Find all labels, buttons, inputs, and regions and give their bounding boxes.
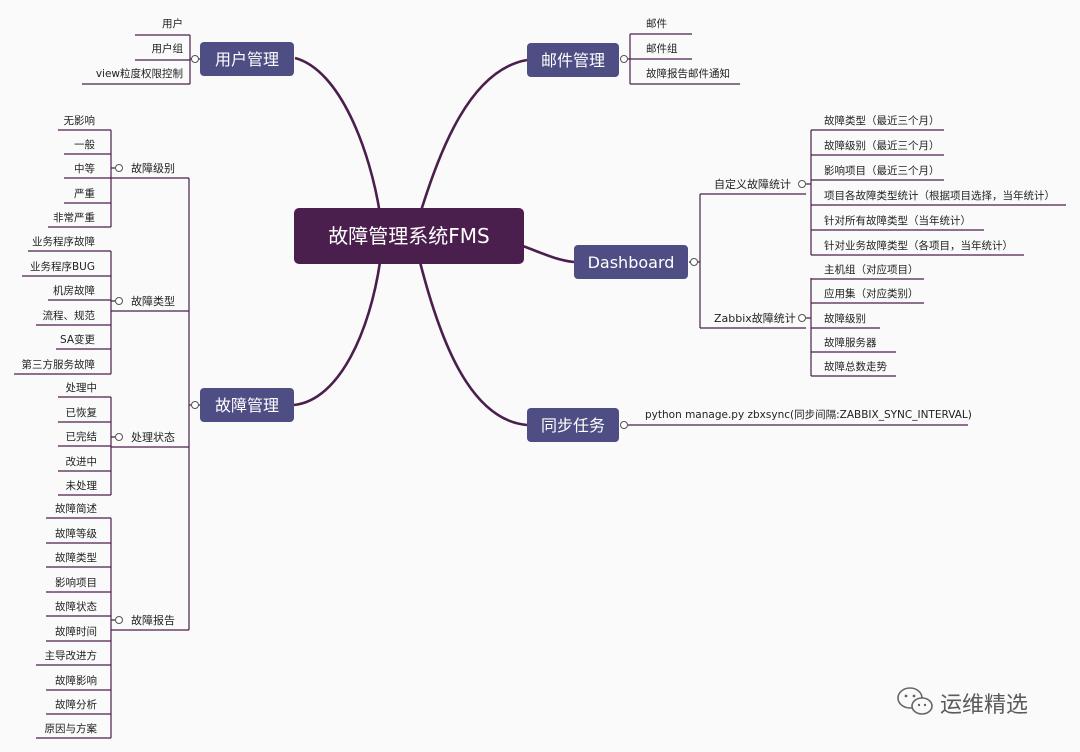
fault-type-item: 流程、规范 [43, 309, 96, 322]
fault-group-label: 处理状态 [131, 430, 175, 444]
collapse-knob[interactable] [115, 297, 123, 305]
custom-stat-item: 项目各故障类型统计（根据项目选择，当年统计） [824, 189, 1055, 202]
collapse-knob[interactable] [620, 55, 628, 63]
dashboard-group-label: Zabbix故障统计 [714, 311, 796, 325]
custom-stat-item: 故障类型（最近三个月） [824, 114, 940, 127]
report-item: 故障分析 [55, 698, 97, 711]
report-bracket [110, 518, 115, 738]
custom-stat-item: 针对所有故障类型（当年统计） [824, 214, 971, 227]
watermark: 运维精选 [897, 687, 1028, 718]
dashboard-box[interactable] [574, 245, 688, 279]
fault-group-label: 故障报告 [131, 613, 175, 627]
fault-level-item: 严重 [74, 187, 95, 200]
collapse-knob[interactable] [191, 401, 199, 409]
sync-task-box[interactable] [527, 408, 619, 442]
report-item: 故障类型 [55, 551, 97, 564]
root-label: 故障管理系统FMS [328, 224, 489, 248]
fault-management-label: 故障管理 [215, 396, 279, 415]
connector-dashboard [519, 243, 575, 264]
zabbix-stat-item: 故障服务器 [824, 336, 877, 349]
fault-level-item: 中等 [74, 162, 95, 175]
report-item: 原因与方案 [45, 722, 98, 735]
connector-user [294, 56, 382, 215]
collapse-knob[interactable] [115, 164, 123, 172]
report-item: 故障等级 [55, 527, 97, 540]
branch-mail: 邮件 邮件组 故障报告邮件通知 邮件管理 [527, 17, 740, 85]
collapse-knob[interactable] [115, 616, 123, 624]
fault-level-item: 非常严重 [53, 211, 95, 224]
fault-type-item: 第三方服务故障 [22, 358, 96, 371]
zabbix-stat-item: 应用集（对应类别） [824, 287, 919, 300]
zabbix-stat-item: 主机组（对应项目） [824, 263, 919, 276]
user-management-box[interactable] [200, 42, 294, 76]
mail-item: 邮件 [646, 17, 667, 30]
zabbix-stat-item: 故障级别 [824, 312, 866, 325]
wechat-icon [897, 687, 933, 715]
fault-type-item: 业务程序BUG [30, 260, 95, 273]
branch-user: 用户 用户组 view粒度权限控制 用户管理 [82, 17, 294, 85]
user-management-label: 用户管理 [215, 50, 279, 69]
collapse-knob[interactable] [798, 180, 806, 188]
user-item: view粒度权限控制 [96, 67, 183, 80]
fault-level-item: 无影响 [64, 114, 96, 127]
dashboard-label: Dashboard [588, 253, 675, 272]
zabbix-bracket [806, 278, 812, 376]
user-item: 用户组 [152, 42, 184, 55]
sync-task-item: python manage.py zbxsync(同步间隔:ZABBIX_SYN… [645, 408, 972, 421]
connector-mail [418, 58, 528, 215]
dashboard-group-label: 自定义故障统计 [714, 177, 791, 191]
zabbix-stat-item: 故障总数走势 [824, 360, 887, 373]
mail-item: 邮件组 [646, 42, 678, 55]
status-item: 处理中 [66, 381, 98, 394]
custom-stat-item: 故障级别（最近三个月） [824, 139, 940, 152]
status-item: 已恢复 [66, 406, 98, 419]
collapse-knob[interactable] [191, 55, 199, 63]
branch-sync: python manage.py zbxsync(同步间隔:ZABBIX_SYN… [527, 408, 972, 442]
mail-management-box[interactable] [527, 43, 619, 77]
report-item: 故障状态 [55, 600, 97, 613]
custom-stat-item: 影响项目（最近三个月） [824, 164, 940, 177]
collapse-knob[interactable] [620, 421, 628, 429]
collapse-knob[interactable] [690, 258, 698, 266]
status-bracket [110, 397, 115, 495]
report-item: 故障时间 [55, 625, 97, 638]
branch-fault: 故障管理 故障级别 无影响 一般 中等 严重 非常严重 故障类型 业务程序故障 … [14, 114, 294, 739]
collapse-knob[interactable] [115, 433, 123, 441]
collapse-knob[interactable] [798, 314, 806, 322]
root-box[interactable] [294, 208, 524, 264]
custom-bracket [806, 130, 812, 255]
user-items: 用户 用户组 view粒度权限控制 [82, 17, 190, 85]
fault-type-item: SA变更 [60, 333, 96, 346]
status-item: 已完结 [66, 430, 98, 443]
connector-sync [418, 261, 528, 427]
report-item: 主导改进方 [45, 649, 98, 662]
type-bracket [110, 251, 115, 374]
report-item: 故障影响 [55, 674, 97, 687]
fault-group-label: 故障级别 [131, 161, 175, 175]
fault-type-item: 机房故障 [53, 284, 95, 297]
custom-stat-item: 针对业务故障类型（各项目，当年统计） [824, 239, 1013, 252]
fault-level-item: 一般 [74, 138, 95, 151]
connector-fault [293, 261, 382, 407]
fault-management-box[interactable] [200, 388, 294, 422]
branch-dashboard: Dashboard 自定义故障统计 故障类型（最近三个月） 故障级别（最近三个月… [574, 114, 1066, 377]
status-item: 未处理 [66, 480, 98, 492]
mail-management-label: 邮件管理 [541, 51, 605, 70]
main-connectors [293, 56, 575, 427]
root-node[interactable]: 故障管理系统FMS [294, 208, 524, 264]
user-item: 用户 [162, 17, 183, 30]
watermark-text: 运维精选 [940, 693, 1028, 718]
fault-group-label: 故障类型 [131, 294, 175, 308]
sync-task-label: 同步任务 [541, 416, 605, 435]
status-item: 改进中 [66, 455, 98, 468]
fault-type-item: 业务程序故障 [32, 235, 95, 248]
mail-item: 故障报告邮件通知 [646, 67, 730, 80]
report-item: 故障简述 [55, 502, 97, 515]
report-item: 影响项目 [55, 576, 97, 589]
